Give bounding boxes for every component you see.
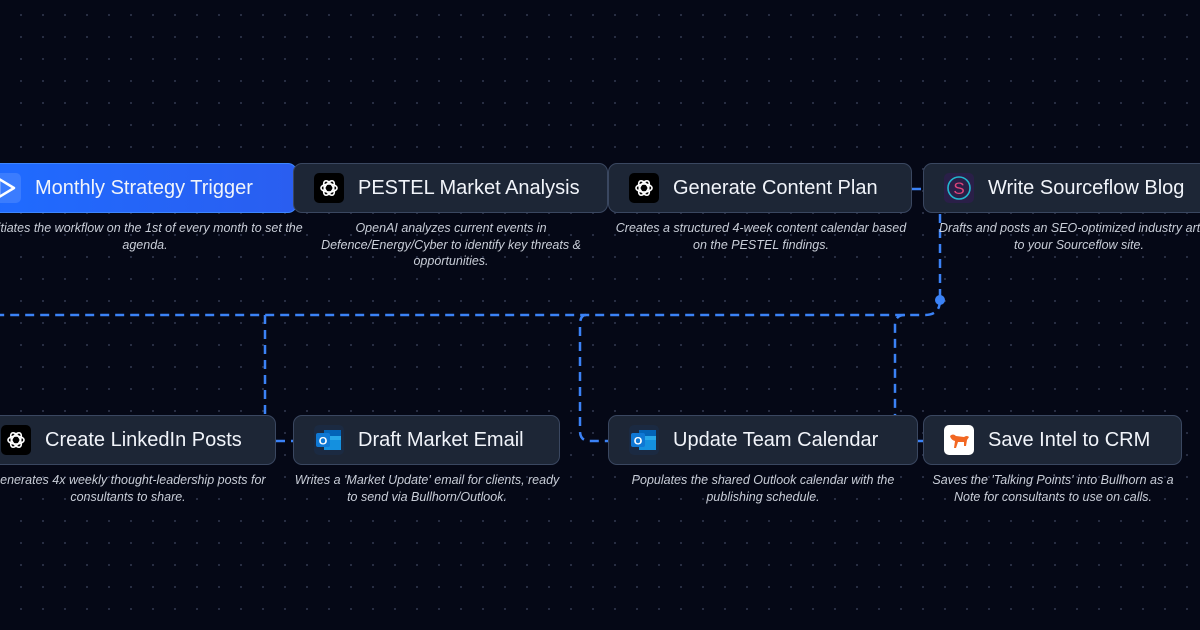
node-generate-content-plan[interactable]: Generate Content Plan: [608, 163, 912, 213]
node-title: Create LinkedIn Posts: [45, 428, 242, 451]
node-title: Save Intel to CRM: [988, 428, 1151, 451]
connector-to-calendar-top: [893, 313, 906, 415]
node-description: Creates a structured 4-week content cale…: [615, 221, 907, 252]
node-description: Drafts and posts an SEO-optimized indust…: [939, 221, 1200, 252]
node-title: Write Sourceflow Blog: [988, 176, 1185, 199]
node-draft-market-email[interactable]: O Draft Market Email: [293, 415, 560, 465]
sourceflow-icon: S: [944, 173, 974, 203]
node-description: Initiates the workflow on the 1st of eve…: [0, 221, 303, 252]
openai-icon: [1, 425, 31, 455]
node-description: Populates the shared Outlook calendar wi…: [631, 473, 895, 504]
node-pestel-market-analysis[interactable]: PESTEL Market Analysis: [293, 163, 608, 213]
connector-dot: [935, 295, 945, 305]
openai-icon: [629, 173, 659, 203]
node-create-linkedin-posts[interactable]: Create LinkedIn Posts: [0, 415, 276, 465]
svg-text:O: O: [319, 436, 328, 448]
node-title: Draft Market Email: [358, 428, 524, 451]
node-write-sourceflow-blog[interactable]: S Write Sourceflow Blog: [923, 163, 1200, 213]
play-icon: [0, 173, 21, 203]
connector-main-horizontal: [0, 299, 942, 317]
node-save-intel-to-crm[interactable]: Save Intel to CRM: [923, 415, 1182, 465]
bullhorn-icon: [944, 425, 974, 455]
openai-icon: [314, 173, 344, 203]
node-monthly-strategy-trigger[interactable]: Monthly Strategy Trigger: [0, 163, 297, 213]
node-title: PESTEL Market Analysis: [358, 176, 580, 199]
outlook-icon: O: [629, 425, 659, 455]
node-title: Monthly Strategy Trigger: [35, 176, 253, 199]
node-update-team-calendar[interactable]: O Update Team Calendar: [608, 415, 918, 465]
outlook-icon: O: [314, 425, 344, 455]
connector-to-calendar-left: [578, 313, 608, 443]
svg-text:O: O: [634, 436, 643, 448]
node-description: Saves the 'Talking Points' into Bullhorn…: [932, 473, 1174, 504]
svg-text:S: S: [953, 179, 964, 198]
node-description: Writes a 'Market Update' email for clien…: [294, 473, 560, 504]
node-description: OpenAI analyzes current events in Defenc…: [321, 221, 581, 268]
node-title: Update Team Calendar: [673, 428, 879, 451]
node-description: Generates 4x weekly thought-leadership p…: [0, 473, 266, 504]
node-title: Generate Content Plan: [673, 176, 878, 199]
